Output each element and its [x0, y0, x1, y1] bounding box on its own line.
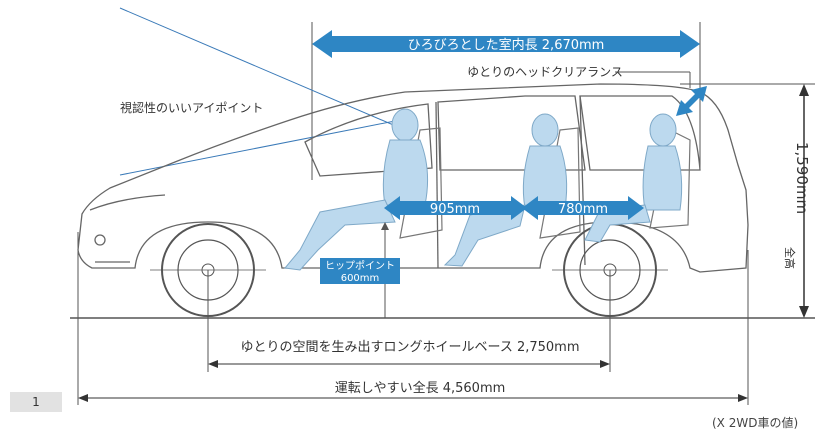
rear-legroom-value: 780mm: [558, 202, 608, 217]
car-body: [77, 83, 749, 273]
passenger-driver: [284, 108, 429, 271]
front-legroom-arrow: [384, 196, 527, 220]
overall-length-arrow: [78, 394, 748, 402]
height-value: 1,590mm: [793, 142, 811, 214]
hip-point-marker: [381, 222, 389, 230]
height-title: 全高: [783, 247, 797, 269]
hip-point-value: 600mm: [341, 273, 380, 284]
head-clearance-label: ゆとりのヘッドクリアランス: [467, 65, 623, 79]
wheelbase-arrow: [208, 360, 610, 368]
rear-legroom-arrow: [522, 196, 644, 220]
overall-length-label: 運転しやすい全長 4,560mm: [335, 380, 506, 396]
wheelbase-label-bg: [216, 334, 606, 356]
wheelbase-label: ゆとりの空間を生み出すロングホイールベース 2,750mm: [240, 340, 579, 355]
height-arrow: [799, 84, 809, 318]
interior-length-arrow: [312, 30, 700, 58]
front-legroom-value: 905mm: [430, 202, 480, 217]
interior-length-label: ひろびろとした室内長 2,670mm: [408, 37, 605, 53]
hip-point-title: ヒップポイント: [325, 260, 395, 272]
passenger-second-row: [443, 113, 568, 267]
page-number-badge: 1: [10, 392, 62, 412]
front-wheel: [150, 223, 266, 317]
eye-point-label: 視認性のいいアイポイント: [120, 100, 263, 115]
hip-point-box: [320, 258, 400, 284]
footnote: (X 2WD車の値): [712, 416, 799, 430]
passenger-third-row: [584, 113, 683, 243]
head-clearance-arrow: [676, 86, 707, 116]
eye-point-sight-line: [119, 7, 406, 131]
